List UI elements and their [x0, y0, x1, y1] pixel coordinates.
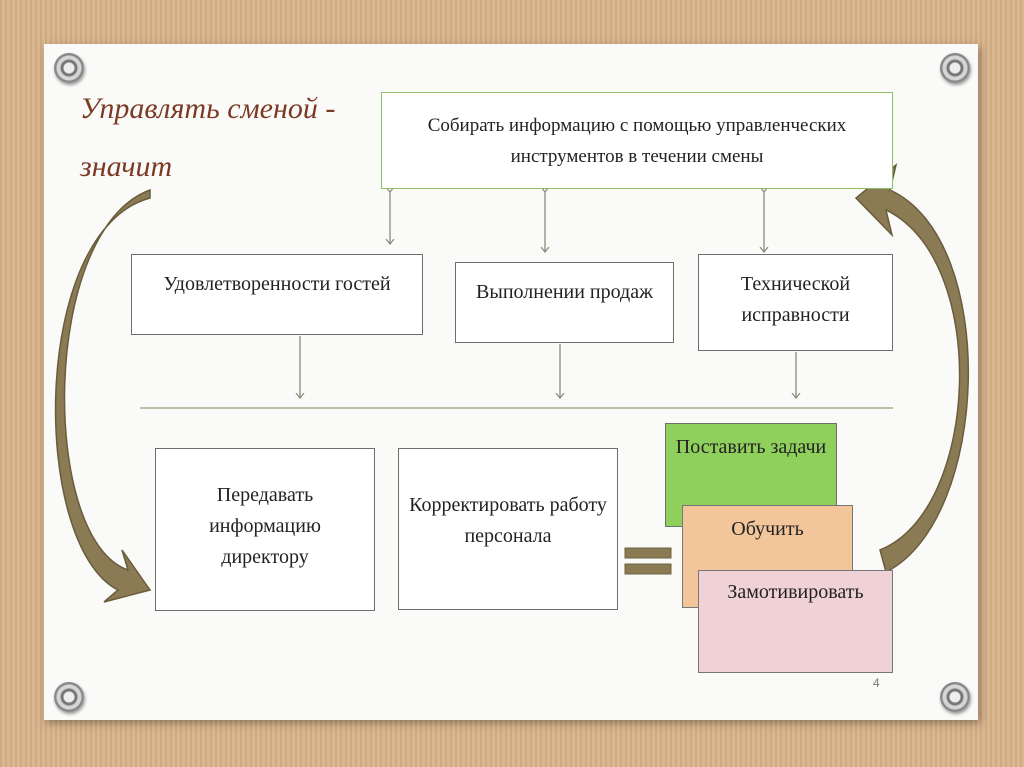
motivate-box: Замотивировать [698, 570, 893, 673]
slide-title: Управлять сменой - значит [80, 92, 336, 183]
curved-arrow-right-icon [854, 162, 970, 574]
equals-sign [624, 547, 672, 559]
technical-box: Технической исправности [698, 254, 893, 351]
pushpin-top-left-icon [54, 53, 84, 83]
collect-info-box: Собирать информацию с помощью управленче… [381, 92, 893, 189]
correct-staff-box: Корректировать работу персонала [398, 448, 618, 610]
pushpin-bottom-right-icon [940, 682, 970, 712]
equals-sign [624, 563, 672, 575]
satisfaction-box: Удовлетворенности гостей [131, 254, 423, 335]
curved-arrow-left-icon [54, 188, 152, 603]
pushpin-top-right-icon [940, 53, 970, 83]
pushpin-bottom-left-icon [54, 682, 84, 712]
sales-box: Выполнении продаж [455, 262, 674, 343]
page-number: 4 [873, 676, 880, 690]
report-director-box: Передавать информацию директору [155, 448, 375, 611]
